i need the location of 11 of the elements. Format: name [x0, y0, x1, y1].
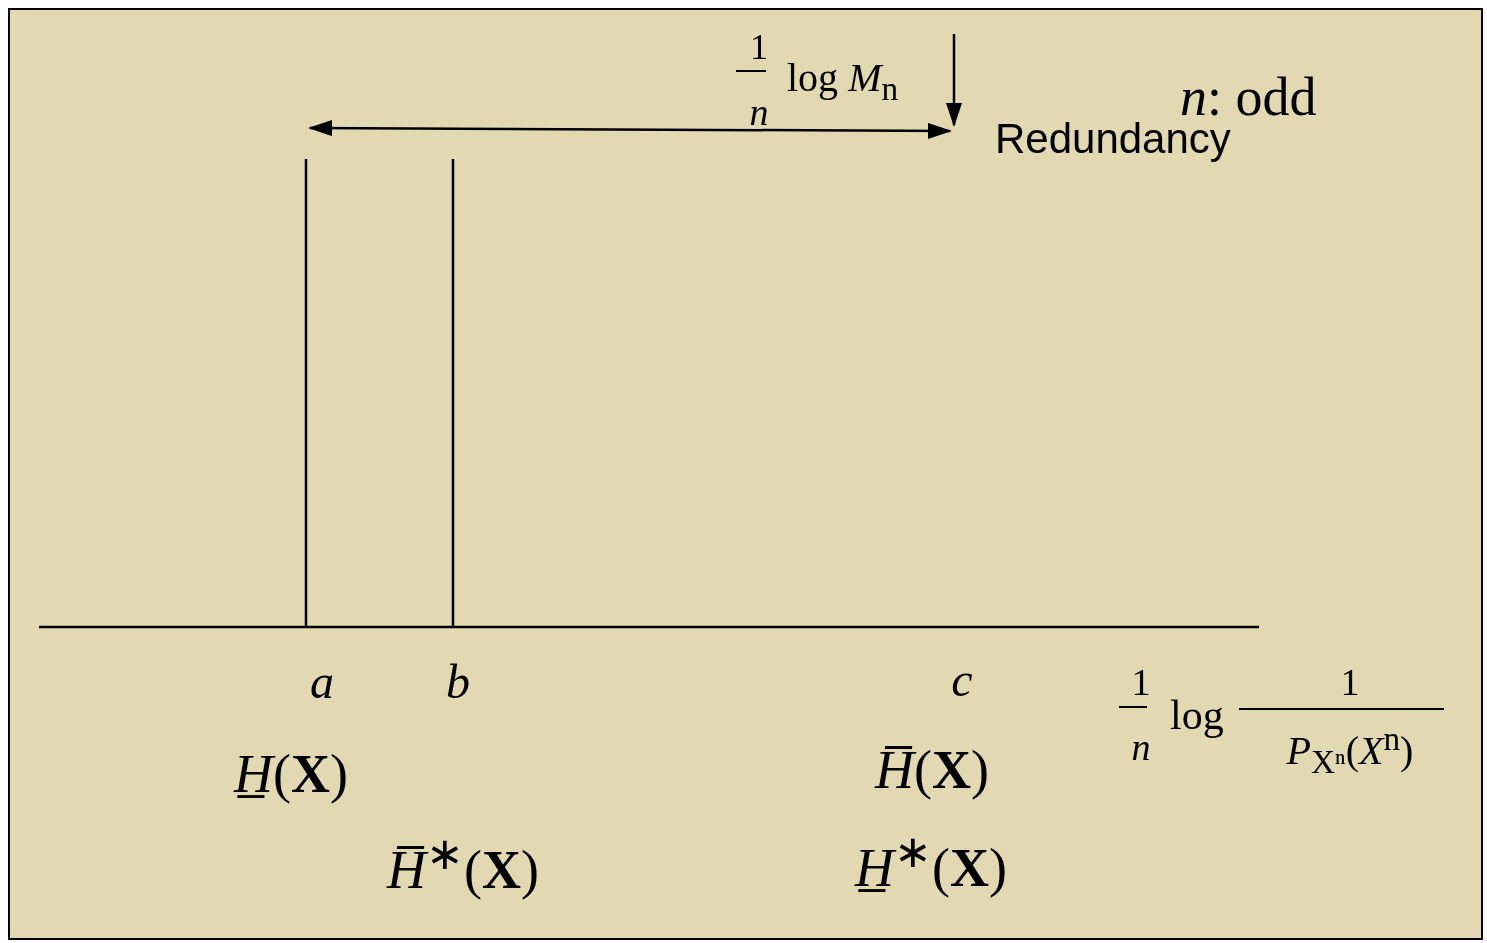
- fraction-numerator: 1: [1340, 663, 1360, 701]
- fraction-denominator: n: [749, 93, 769, 131]
- tick-label: a: [310, 658, 334, 706]
- fraction-numerator: 1: [1131, 663, 1151, 701]
- math-label: log: [1170, 694, 1224, 736]
- fraction-denominator: P$_{Xⁿ}$(X$^{n}$): [1286, 721, 1414, 779]
- tick-label: c: [951, 656, 973, 704]
- math-label: log M$_{n}$: [787, 58, 899, 106]
- tick-label: b: [446, 658, 470, 706]
- fraction-denominator: n: [1131, 728, 1151, 766]
- fraction-numerator: 1: [750, 29, 768, 65]
